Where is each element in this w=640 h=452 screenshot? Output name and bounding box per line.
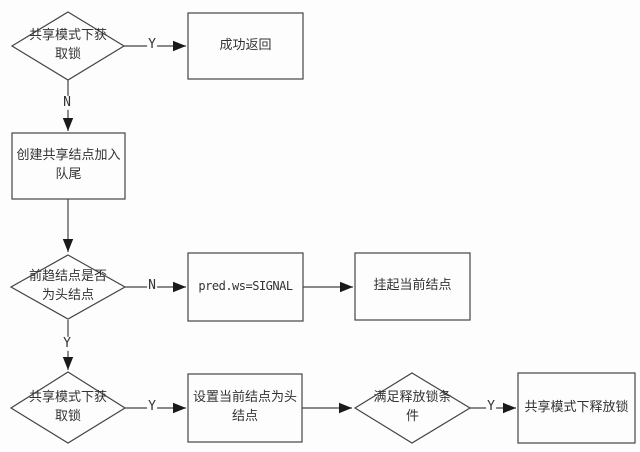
rect-set-head-node [187,373,303,443]
edge-label-no-2: N [147,277,157,294]
diamond-release-condition [353,372,472,444]
rect-release-shared [517,372,636,444]
diamond-pred-is-head [9,254,127,320]
rect-park-current-node [354,252,471,321]
edge-label-yes-4: Y [486,398,496,415]
rect-return-success [187,12,304,80]
edge-label-yes-1: Y [147,36,157,53]
edge-label-no-1: N [62,94,72,111]
edge-label-yes-2: Y [62,335,72,352]
rect-create-shared-node [11,132,126,200]
diamond-acquire-shared-1 [10,11,126,81]
edge-label-yes-3: Y [147,398,157,415]
rect-set-pred-signal [187,252,304,322]
diamond-acquire-shared-2 [9,371,127,444]
